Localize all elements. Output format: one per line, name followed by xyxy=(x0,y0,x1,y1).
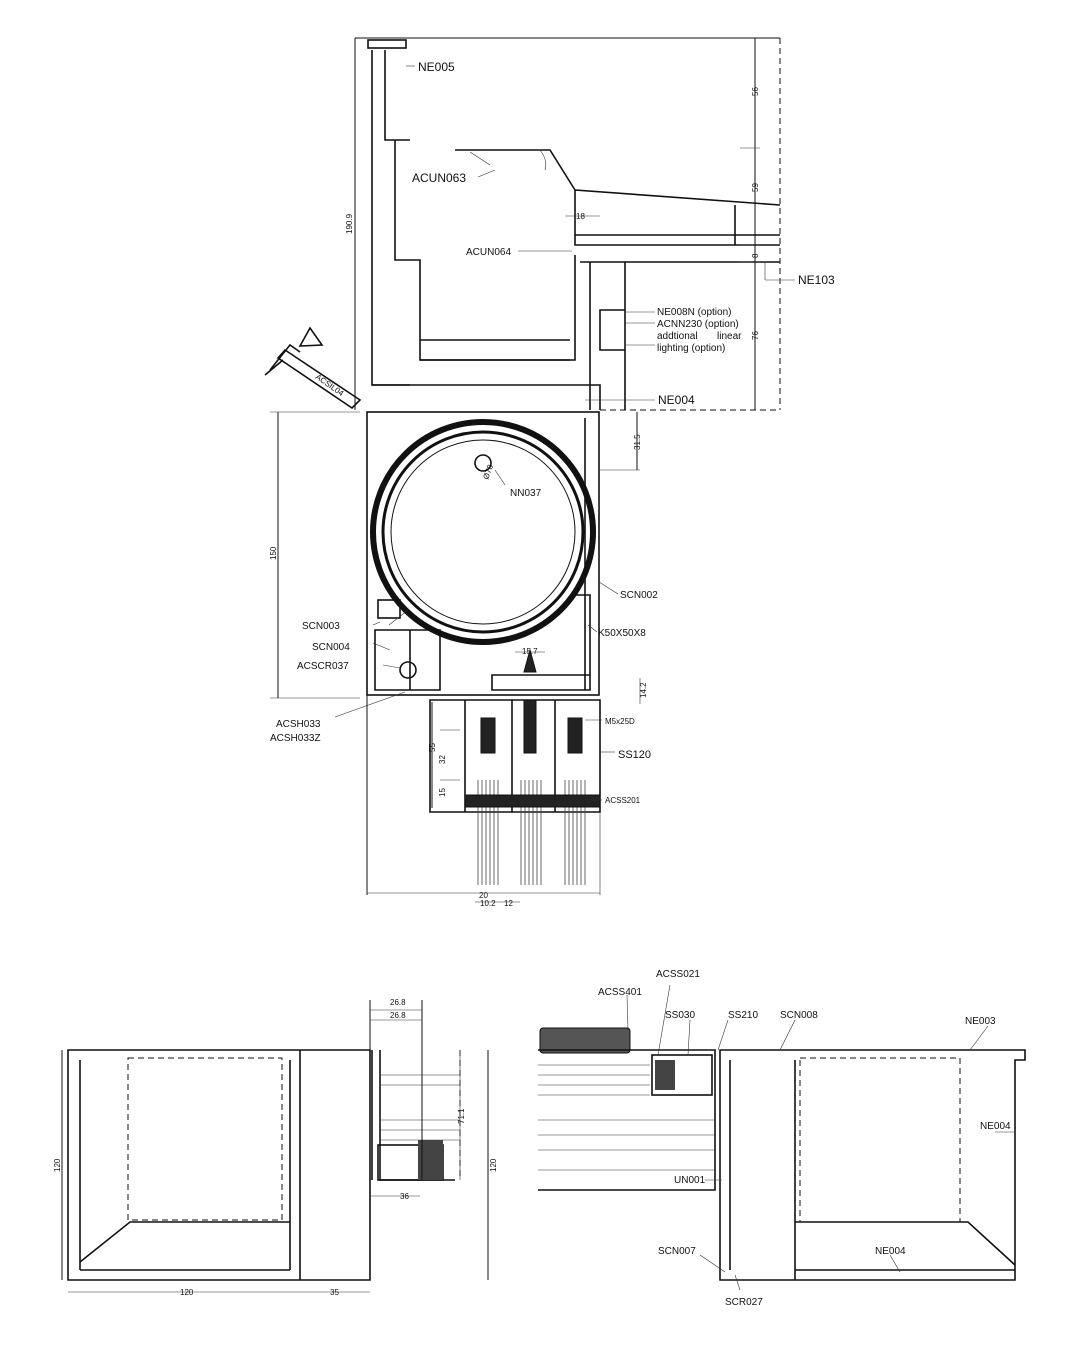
dim-55: 55 xyxy=(428,743,437,752)
label-acss021: ACSS021 xyxy=(656,969,700,980)
label-lighting-1: addtional linear xyxy=(657,331,742,342)
label-ne004: NE004 xyxy=(658,393,695,407)
bottom-left-section: 26.8 26.8 71.1 120 120 120 35 36 xyxy=(53,998,498,1297)
label-scn008: SCN008 xyxy=(780,1010,818,1021)
dim-120-height-left: 120 xyxy=(53,1158,62,1172)
dim-15: 15 xyxy=(438,788,447,797)
dim-190-9: 190.9 xyxy=(345,213,354,234)
roller-box xyxy=(270,411,640,718)
header-box-section xyxy=(354,37,795,411)
dim-32: 32 xyxy=(438,755,447,764)
label-lighting-2: lighting (option) xyxy=(657,343,725,354)
label-scn004: SCN004 xyxy=(312,642,350,653)
label-acnn230: ACNN230 (option) xyxy=(657,319,739,330)
dim-20: 20 xyxy=(479,891,488,900)
dim-76: 76 xyxy=(751,331,760,340)
label-scn002: SCN002 xyxy=(620,590,658,601)
dim-59: 59 xyxy=(751,183,760,192)
label-ne005: NE005 xyxy=(418,60,455,74)
dim-diameter-78: Ø78 xyxy=(481,463,495,481)
dim-120-width: 120 xyxy=(180,1288,194,1297)
label-ne004-bottom: NE004 xyxy=(875,1246,906,1257)
brush-rail-assembly xyxy=(366,648,641,903)
dim-35: 35 xyxy=(330,1288,339,1297)
label-k50x50x8: K50X50X8 xyxy=(598,628,646,639)
label-scn007: SCN007 xyxy=(658,1246,696,1257)
label-acun063: ACUN063 xyxy=(412,171,466,185)
dim-120-height-right: 120 xyxy=(489,1158,498,1172)
label-ne103: NE103 xyxy=(798,273,835,287)
dim-36: 36 xyxy=(400,1192,409,1201)
top-section-dimensions: 56 59 8 76 18 190.9 31.5 150 Ø78 15.7 14… xyxy=(269,87,760,908)
bottom-right-section: ACSS401 ACSS021 SS030 SS210 SCN008 NE003… xyxy=(538,969,1026,1308)
dim-71-1: 71.1 xyxy=(457,1108,466,1124)
label-scr027: SCR027 xyxy=(725,1297,763,1308)
label-ss030: SS030 xyxy=(665,1010,695,1021)
label-acss401: ACSS401 xyxy=(598,987,642,998)
dim-56: 56 xyxy=(751,87,760,96)
dim-26-8-a: 26.8 xyxy=(390,998,406,1007)
dim-26-8-b: 26.8 xyxy=(390,1011,406,1020)
dim-15-7: 15.7 xyxy=(522,647,538,656)
label-acss201: ACSS201 xyxy=(605,796,641,805)
dim-150: 150 xyxy=(269,546,278,560)
label-un001: UN001 xyxy=(674,1175,706,1186)
dim-18: 18 xyxy=(576,212,585,221)
label-ss210: SS210 xyxy=(728,1010,758,1021)
label-ne004-right: NE004 xyxy=(980,1121,1011,1132)
dim-10-2: 10.2 xyxy=(480,899,496,908)
label-acsh033z: ACSH033Z xyxy=(270,733,321,744)
dim-31-5: 31.5 xyxy=(633,434,642,450)
dim-14-2: 14.2 xyxy=(639,682,648,698)
label-ne008n: NE008N (option) xyxy=(657,307,731,318)
label-scn003: SCN003 xyxy=(302,621,340,632)
label-ss120: SS120 xyxy=(618,749,651,761)
label-acun064: ACUN064 xyxy=(466,247,511,258)
label-acscr037: ACSCR037 xyxy=(297,661,349,672)
label-nn037: NN037 xyxy=(510,488,542,499)
top-section-labels: NE005 ACUN063 ACUN064 NE103 NE008N (opti… xyxy=(270,60,835,805)
label-acsh033: ACSH033 xyxy=(276,719,321,730)
label-ne003: NE003 xyxy=(965,1016,996,1027)
sealant-gun-icon: ACSIL04 xyxy=(264,326,362,410)
dim-8: 8 xyxy=(751,253,760,258)
dim-12: 12 xyxy=(504,899,513,908)
label-m5x25d: M5x25D xyxy=(605,717,635,726)
